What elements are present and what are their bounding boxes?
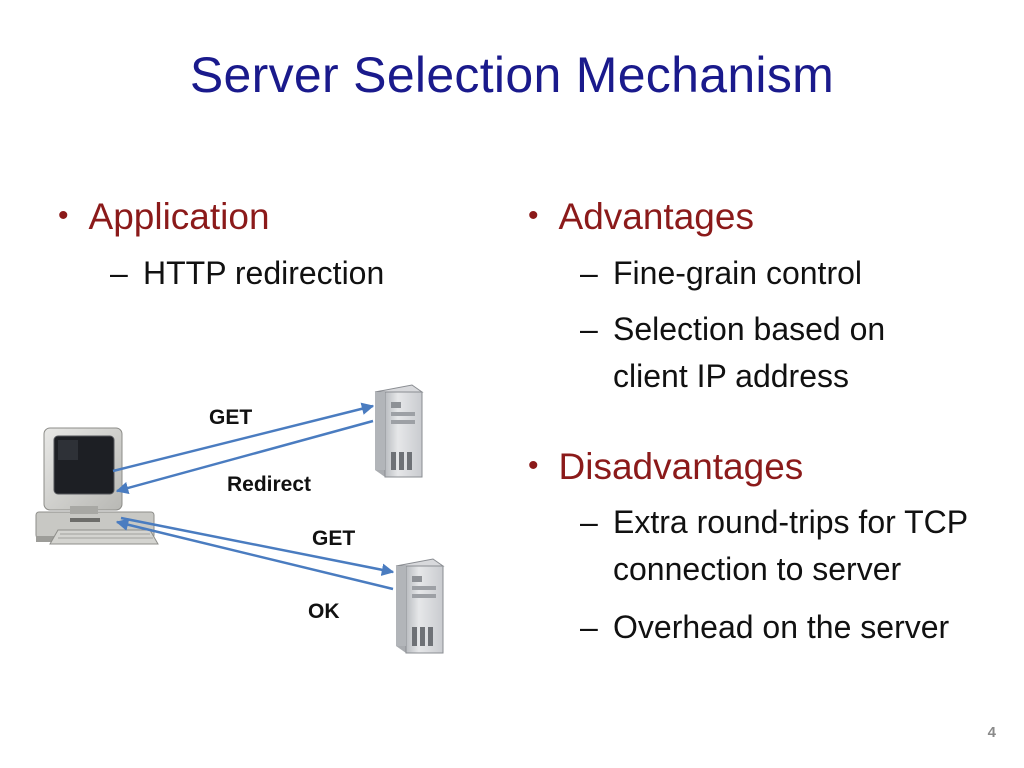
server-1-icon [374,384,424,478]
bullet-dot: • [528,449,539,482]
bullet-disadvantages-label: Disadvantages [558,446,804,487]
label-get-1: GET [209,406,252,429]
sub-overhead-text: Overhead on the server [613,609,950,645]
label-ok: OK [308,600,340,623]
sub-selection-based: – Selection based on client IP address [580,306,940,400]
slide-title: Server Selection Mechanism [189,47,835,103]
sub-extra-round-trips: – Extra round-trips for TCP connection t… [580,499,1020,593]
client-computer-icon [35,427,159,545]
sub-http-redirection: – HTTP redirection [110,250,470,297]
arrow-redirect-to-client [115,419,374,495]
arrow-get-to-server-1 [112,402,375,473]
sub-fine-grain: – Fine-grain control [580,250,980,297]
dash: – [580,609,598,645]
sub-fine-grain-text: Fine-grain control [613,255,862,291]
sub-selection-based-text: Selection based on client IP address [613,311,886,394]
arrow-ok-to-client [115,518,394,591]
bullet-application: • Application [58,194,270,239]
dash: – [110,255,128,291]
dash: – [580,504,598,540]
sub-http-redirection-text: HTTP redirection [143,255,385,291]
page-number: 4 [987,724,996,741]
sub-extra-round-trips-text: Extra round-trips for TCP connection to … [613,504,968,587]
bullet-dot: • [528,199,539,232]
http-redirect-diagram: GET Redirect GET OK [35,384,445,654]
server-2-icon [395,558,445,654]
bullet-disadvantages: • Disadvantages [528,444,803,489]
dash: – [580,311,598,347]
bullet-advantages-label: Advantages [558,196,754,237]
bullet-application-label: Application [88,196,270,237]
label-get-2: GET [312,527,355,550]
sub-overhead: – Overhead on the server [580,604,1020,651]
bullet-dot: • [58,199,69,232]
dash: – [580,255,598,291]
bullet-advantages: • Advantages [528,194,754,239]
arrow-get-to-server-2 [120,516,395,576]
label-redirect: Redirect [227,473,311,496]
